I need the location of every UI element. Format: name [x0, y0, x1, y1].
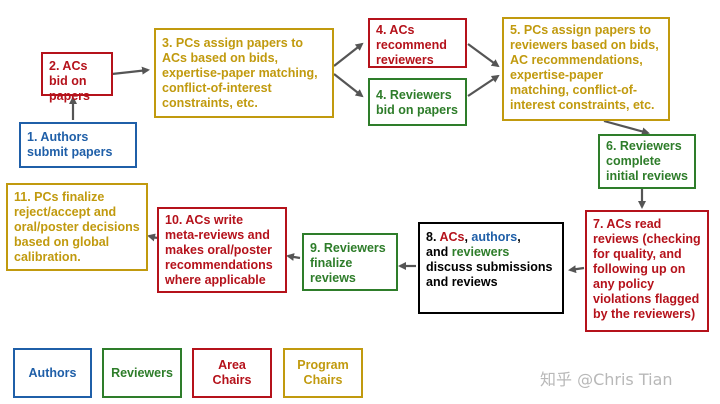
step-8-authors: authors — [471, 230, 518, 244]
arrow-4a-to-5 — [467, 43, 500, 68]
step-8-comma-1: , — [464, 230, 472, 244]
step-7-text: 7. ACs read reviews (checking for qualit… — [593, 217, 701, 321]
arrow-3-to-4a — [333, 42, 364, 67]
arrow-3-to-4b — [333, 73, 364, 98]
step-11-text: 11. PCs finalize reject/accept and oral/… — [14, 190, 140, 264]
step-8-comma-2: , — [517, 230, 521, 244]
step-3-pcs-assign-acs: 3. PCs assign papers to ACs based on bid… — [154, 28, 334, 118]
step-5-pcs-assign-reviewers: 5. PCs assign papers to reviewers based … — [502, 17, 670, 121]
arrow-10-to-11 — [147, 233, 158, 242]
arrow-4b-to-5 — [467, 74, 500, 97]
step-4b-text: 4. Reviewers bid on papers — [376, 88, 458, 117]
legend-program-chairs-label: Program Chairs — [297, 358, 349, 387]
step-7-acs-read-reviews: 7. ACs read reviews (checking for qualit… — [585, 210, 709, 332]
step-1-text: 1. Authors submit papers — [27, 130, 113, 159]
step-10-meta-reviews: 10. ACs write meta-reviews and makes ora… — [157, 207, 287, 293]
step-9-text: 9. Reviewers finalize reviews — [310, 241, 386, 285]
arrow-7-to-8 — [568, 265, 585, 274]
legend-area-chairs: Area Chairs — [192, 348, 272, 398]
step-3-text: 3. PCs assign papers to ACs based on bid… — [162, 36, 318, 110]
step-8-prefix: 8. — [426, 230, 440, 244]
step-8-reviewers: reviewers — [451, 245, 510, 259]
step-4-reviewers-bid: 4. Reviewers bid on papers — [368, 78, 467, 126]
step-10-text: 10. ACs write meta-reviews and makes ora… — [165, 213, 273, 287]
step-1-authors-submit: 1. Authors submit papers — [19, 122, 137, 168]
step-8-rest: discuss submissions and reviews — [426, 260, 553, 289]
step-4a-text: 4. ACs recommend reviewers — [376, 23, 447, 67]
step-9-finalize-reviews: 9. Reviewers finalize reviews — [302, 233, 398, 291]
legend-reviewers: Reviewers — [102, 348, 182, 398]
arrow-2-to-3 — [111, 66, 150, 76]
legend-program-chairs: Program Chairs — [283, 348, 363, 398]
legend-reviewers-label: Reviewers — [111, 365, 173, 380]
step-8-and: and — [426, 245, 452, 259]
step-6-text: 6. Reviewers complete initial reviews — [606, 139, 688, 183]
step-6-initial-reviews: 6. Reviewers complete initial reviews — [598, 134, 696, 189]
legend-area-chairs-label: Area Chairs — [212, 358, 252, 387]
step-8-discussion: 8. ACs, authors, and reviewers discuss s… — [418, 222, 564, 314]
watermark: 知乎 @Chris Tian — [540, 370, 673, 389]
step-8-acs: ACs — [439, 230, 465, 244]
arrow-5-to-6 — [603, 119, 650, 136]
step-2-acs-bid: 2. ACs bid on papers — [41, 52, 113, 103]
arrow-9-to-10 — [286, 253, 301, 261]
step-5-text: 5. PCs assign papers to reviewers based … — [510, 23, 659, 112]
legend-authors-label: Authors — [28, 365, 77, 380]
legend-authors: Authors — [13, 348, 92, 398]
step-11-pcs-finalize: 11. PCs finalize reject/accept and oral/… — [6, 183, 148, 271]
step-4-acs-recommend: 4. ACs recommend reviewers — [368, 18, 467, 68]
step-2-text: 2. ACs bid on papers — [49, 59, 90, 103]
